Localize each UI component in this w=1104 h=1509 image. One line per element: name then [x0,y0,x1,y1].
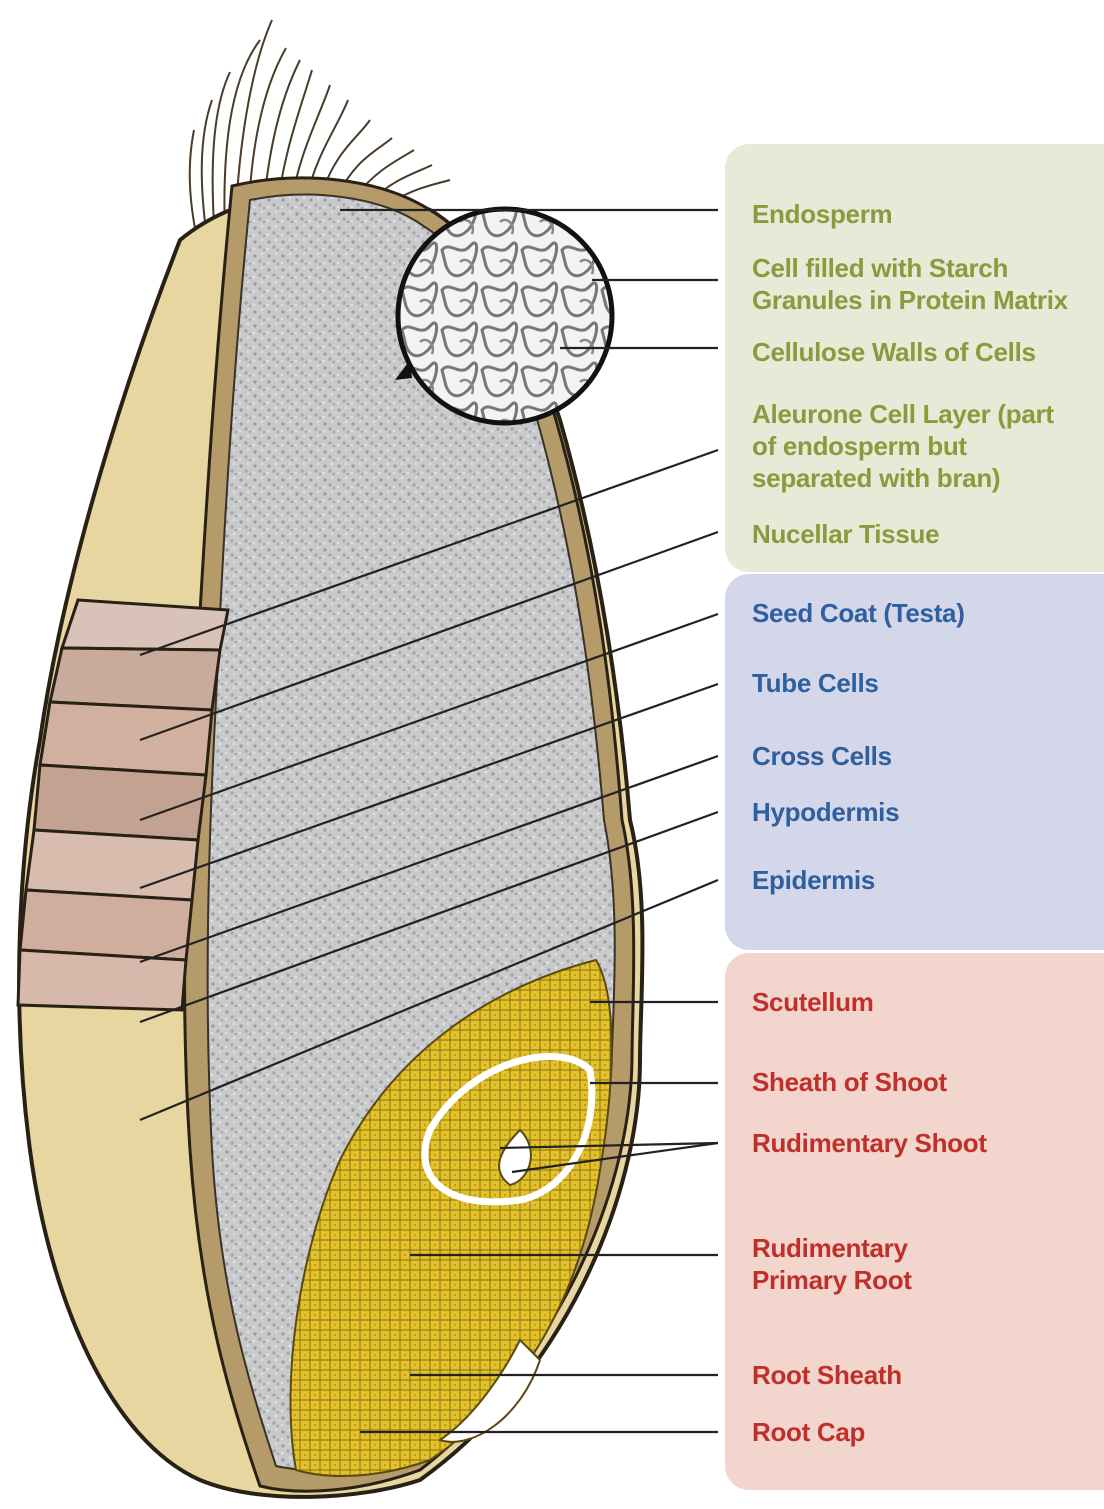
label-aleurone-layer: Aleurone Cell Layer (part of endosperm b… [752,398,1054,494]
label-sheath-of-shoot: Sheath of Shoot [752,1066,947,1098]
label-starch-cell: Cell filled with Starch Granules in Prot… [752,252,1068,316]
label-cross-cells: Cross Cells [752,740,892,772]
label-scutellum: Scutellum [752,986,874,1018]
label-root-cap: Root Cap [752,1416,865,1448]
label-rudimentary-primary-root: Rudimentary Primary Root [752,1232,912,1296]
germ-panel [725,953,1104,1490]
label-endosperm: Endosperm [752,198,892,230]
label-cellulose-walls: Cellulose Walls of Cells [752,336,1036,368]
label-epidermis: Epidermis [752,864,875,896]
label-root-sheath: Root Sheath [752,1359,902,1391]
label-rudimentary-shoot: Rudimentary Shoot [752,1127,987,1159]
label-seed-coat: Seed Coat (Testa) [752,597,965,629]
magnified-starch-view [395,209,612,423]
label-nucellar-tissue: Nucellar Tissue [752,518,939,550]
label-hypodermis: Hypodermis [752,796,899,828]
label-tube-cells: Tube Cells [752,667,879,699]
